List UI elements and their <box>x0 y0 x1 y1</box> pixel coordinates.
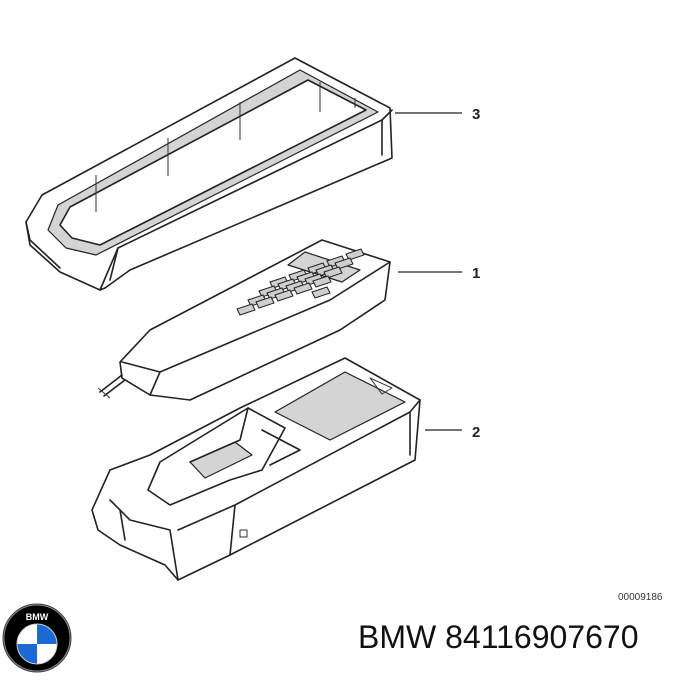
keypad-key <box>274 289 294 302</box>
keypad-key <box>312 275 332 288</box>
part-3-cover-frame <box>25 57 393 291</box>
part-1-handset <box>97 239 391 401</box>
keypad <box>236 248 365 316</box>
bmw-logo-text: BMW <box>26 612 49 622</box>
keypad-key <box>334 257 354 270</box>
keypad-key <box>293 282 313 295</box>
reference-code: 00009186 <box>618 592 663 603</box>
callout-1: 1 <box>472 265 480 282</box>
caption: BMW 84116907670 <box>358 619 638 655</box>
keypad-key <box>323 266 343 279</box>
keypad-key <box>236 303 256 316</box>
part-2-cradle-base <box>91 357 421 581</box>
callout-3: 3 <box>472 106 480 123</box>
keypad-key <box>345 248 365 261</box>
bmw-logo: BMW <box>2 603 72 673</box>
callout-2: 2 <box>472 424 480 441</box>
keypad-key <box>255 296 275 309</box>
keypad-key <box>311 286 331 299</box>
